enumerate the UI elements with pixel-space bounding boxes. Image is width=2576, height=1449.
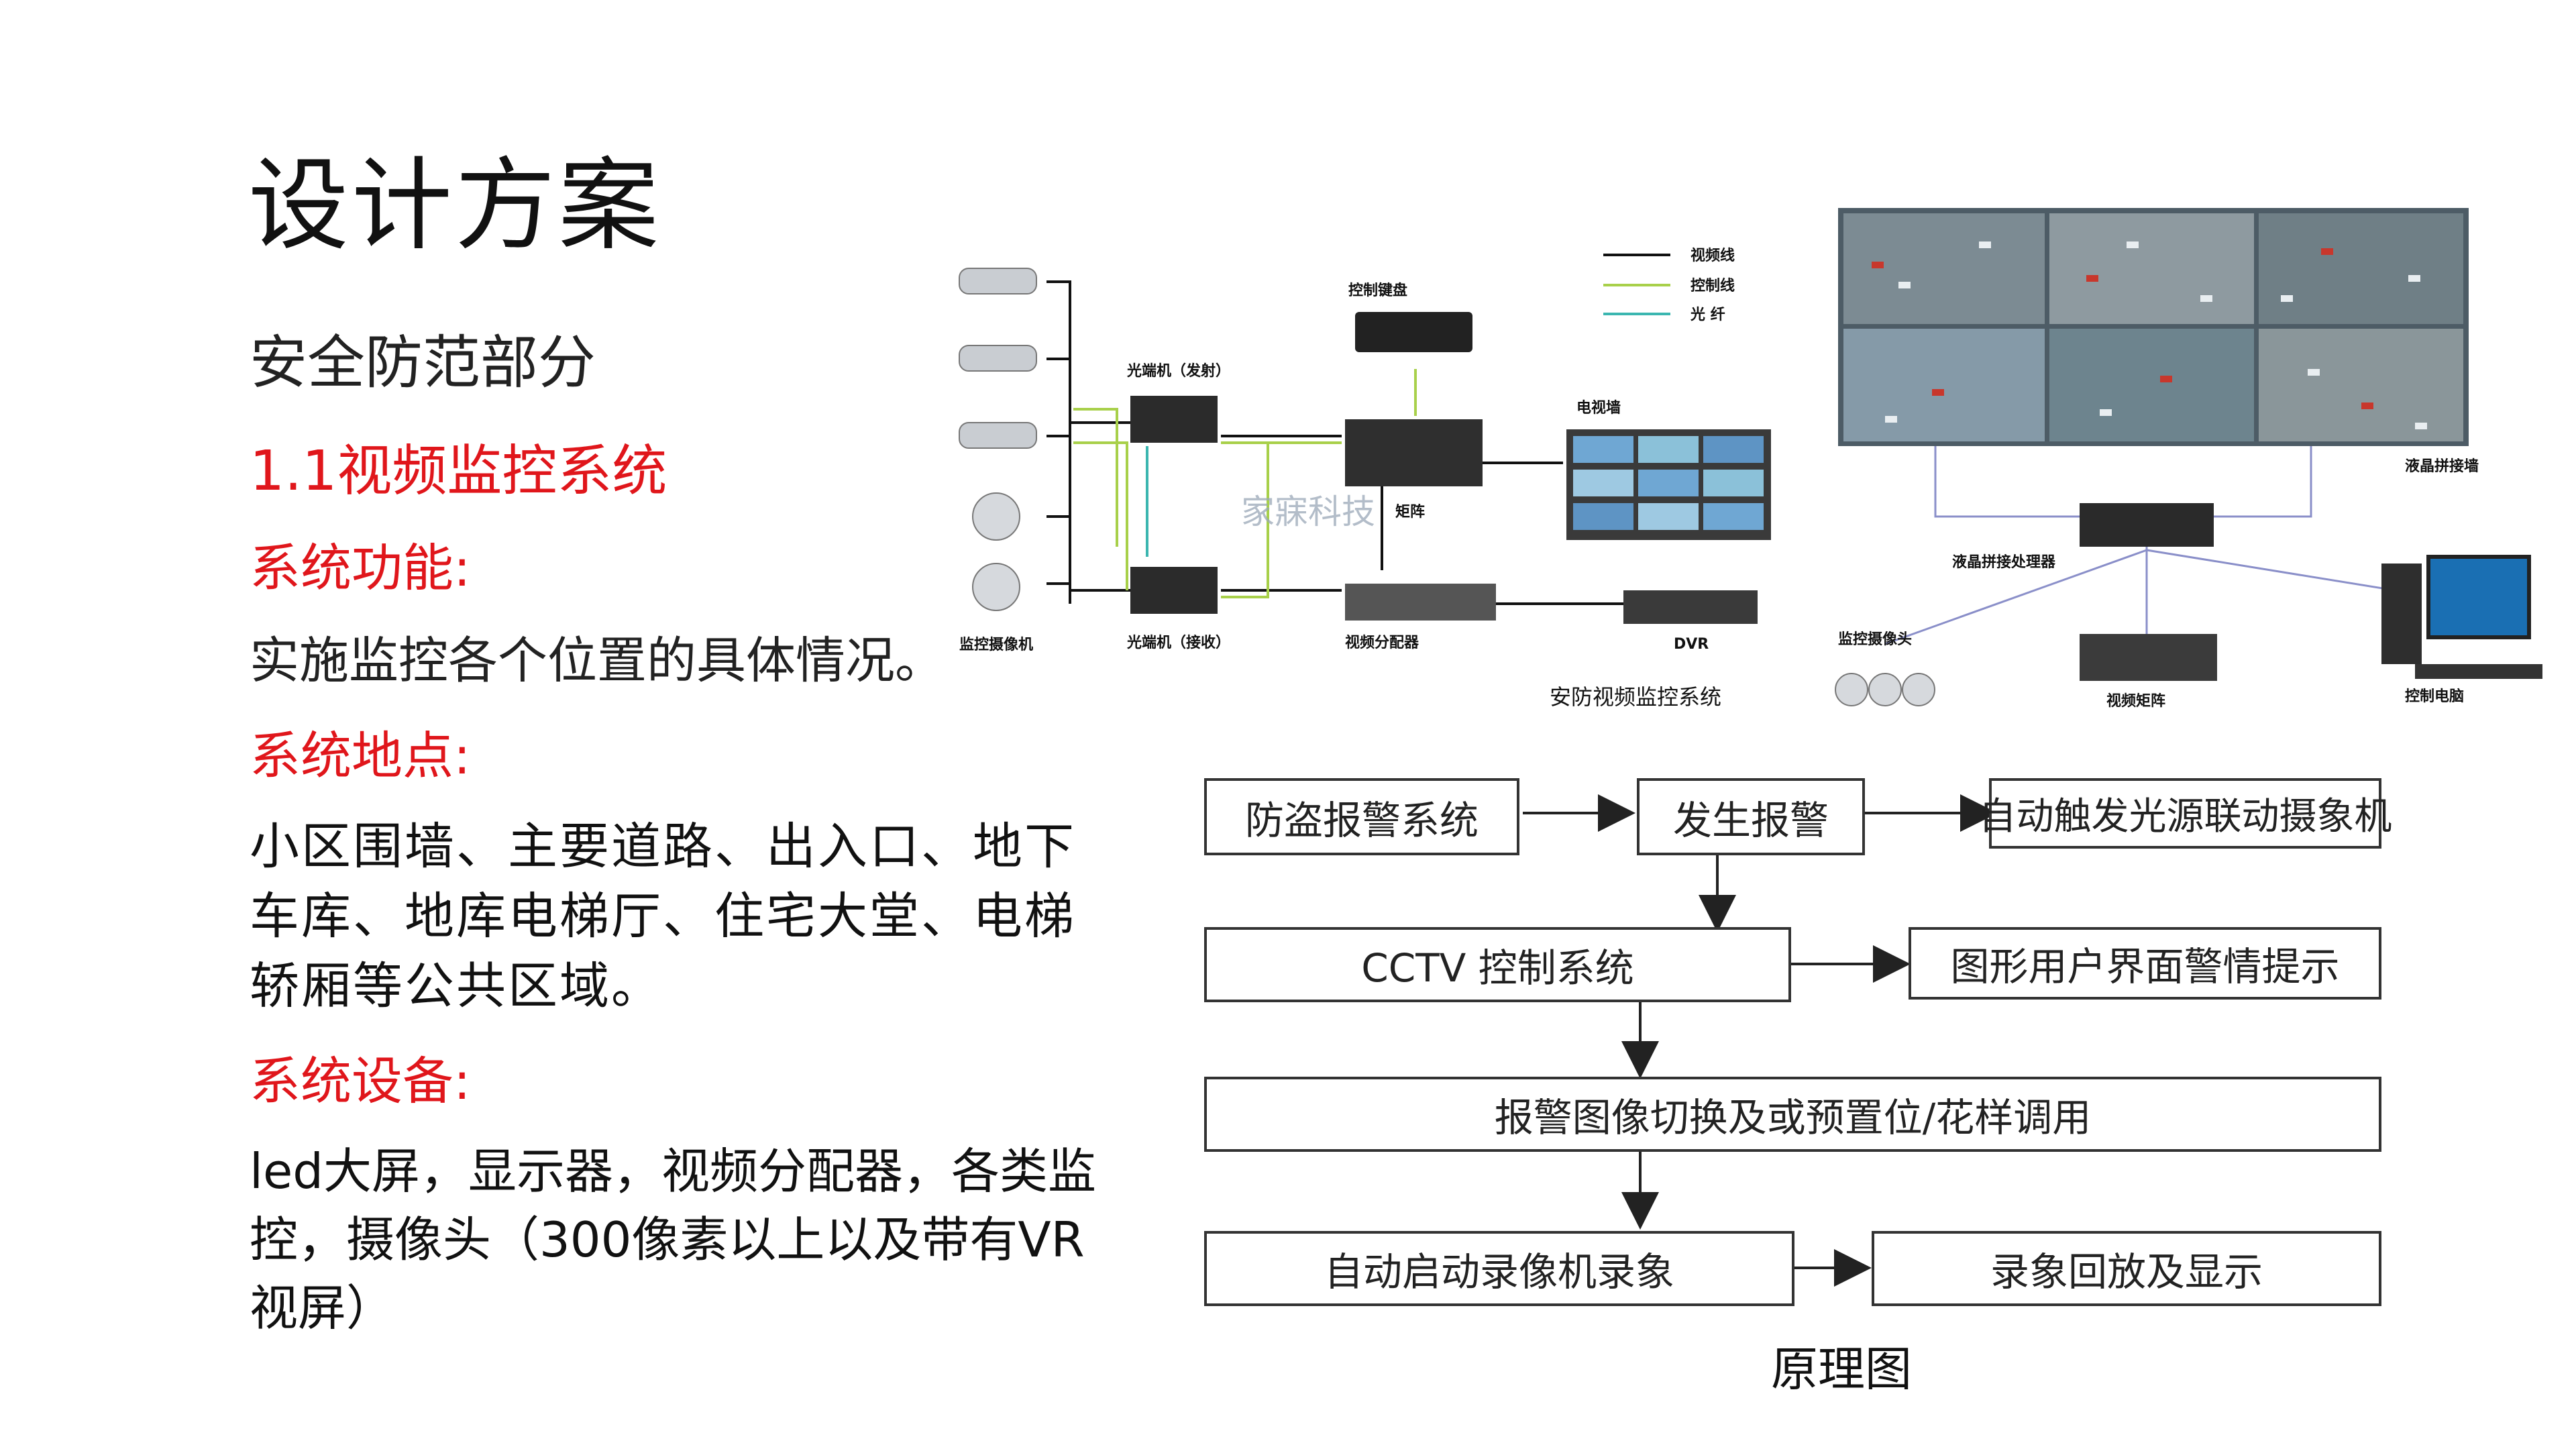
label-matrix: 矩阵 <box>1395 503 1425 521</box>
label-control-keyboard: 控制键盘 <box>1348 282 1407 299</box>
flow-box-gui: 图形用户界面警情提示 <box>1909 927 2381 1000</box>
equipment-label: 系统设备: <box>250 1051 471 1111</box>
lcd-wall-diagram: 液晶拼接墙 液晶拼接处理器 监控摄像头 视频矩阵 控制电脑 <box>1835 208 2542 710</box>
flow-box-record: 自动启动录像机录象 <box>1204 1231 1794 1306</box>
label-lcd-wall: 液晶拼接墙 <box>2405 458 2479 475</box>
label-transmitter: 光端机（发射） <box>1126 362 1230 380</box>
label-cameras: 监控摄像机 <box>959 636 1033 653</box>
cctv-topology-diagram: 视频线 控制线 光 纤 监控摄像机 光端机（发射） 光端机（接收） 控制键盘 矩… <box>959 247 1771 710</box>
flowchart-caption: 原理图 <box>1771 1342 1912 1397</box>
location-label: 系统地点: <box>250 726 471 786</box>
flowchart-arrows <box>1523 794 1998 1287</box>
label-pc: 控制电脑 <box>2405 688 2464 705</box>
watermark: 家寐科技 <box>1241 492 1375 531</box>
bullet-camera-icon <box>959 268 1037 449</box>
label-processor: 液晶拼接处理器 <box>1952 553 2056 571</box>
matrix-device <box>1345 419 1483 486</box>
traffic-video-wall-photo <box>1838 208 2469 446</box>
flow-box-switch: 报警图像切换及或预置位/花样调用 <box>1204 1077 2381 1152</box>
legend-fiber-line: 光 纤 <box>1690 306 1725 323</box>
keyboard-device <box>1355 312 1472 352</box>
function-text: 实施监控各个位置的具体情况。 <box>250 632 945 690</box>
dome-camera-icon <box>972 492 1020 611</box>
receiver-device <box>1130 567 1218 614</box>
flow-box-playback: 录象回放及显示 <box>1872 1231 2381 1306</box>
dvr-device <box>1623 590 1758 624</box>
system-name: 1.1视频监控系统 <box>250 439 667 503</box>
label-distributor: 视频分配器 <box>1345 634 1419 651</box>
label-matrix-2: 视频矩阵 <box>2106 692 2165 710</box>
legend-video-line: 视频线 <box>1690 247 1735 264</box>
video-wall-display <box>1566 429 1771 540</box>
equipment-text: led大屏，显示器，视频分配器，各类监控，摄像头（300像素以上以及带有VR视屏… <box>250 1143 1097 1336</box>
video-matrix-device <box>2080 634 2217 681</box>
flow-box-alarm: 发生报警 <box>1637 778 1865 855</box>
label-cameras-2: 监控摄像头 <box>1838 631 1912 648</box>
flow-box-cctv: CCTV 控制系统 <box>1204 927 1791 1002</box>
computer-icon <box>2381 555 2542 679</box>
label-video-wall: 电视墙 <box>1576 399 1621 417</box>
transmitter-device <box>1130 396 1218 443</box>
legend-control-line: 控制线 <box>1690 277 1735 294</box>
label-dvr: DVR <box>1674 636 1709 653</box>
section-subtitle: 安全防范部分 <box>250 329 596 396</box>
distributor-device <box>1345 584 1496 621</box>
flow-box-auto-trigger: 自动触发光源联动摄象机 <box>1979 778 2392 849</box>
location-text: 小区围墙、主要道路、出入口、地下车库、地库电梯厅、住宅大堂、电梯轿厢等公共区域。 <box>250 818 1076 1015</box>
label-receiver: 光端机（接收） <box>1126 634 1230 651</box>
topology-caption: 安防视频监控系统 <box>1550 684 1721 710</box>
page-title: 设计方案 <box>248 148 662 264</box>
lcd-processor-device <box>2080 503 2214 547</box>
flow-box-alarm-system: 防盗报警系统 <box>1204 778 1519 855</box>
function-label: 系统功能: <box>250 538 471 598</box>
dome-camera-icon <box>1835 673 1935 706</box>
